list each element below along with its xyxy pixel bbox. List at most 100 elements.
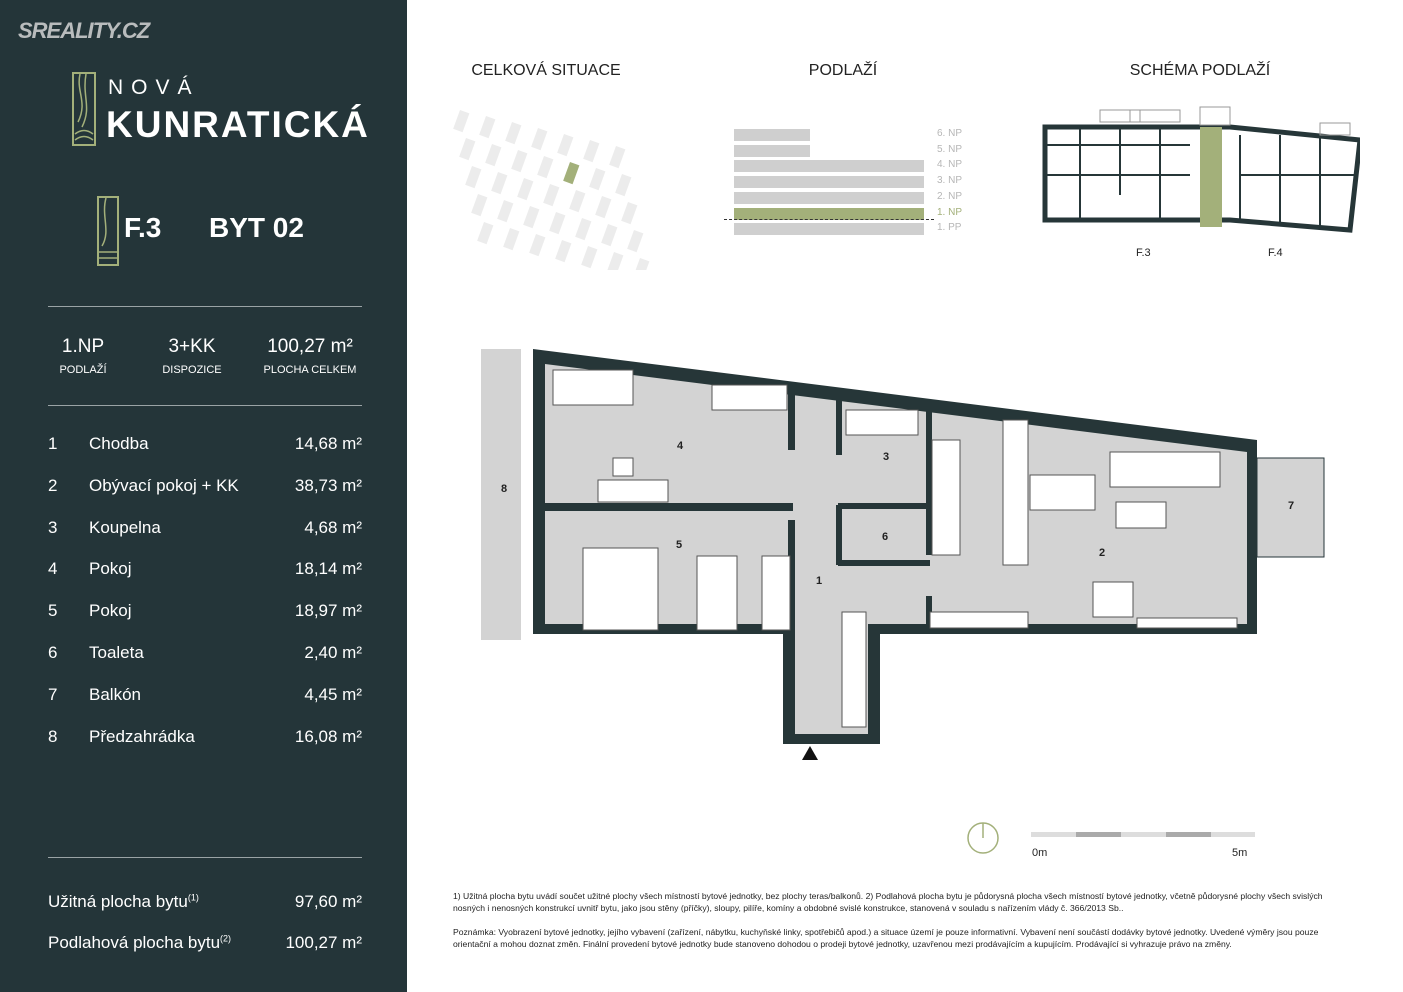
floor-label: 1. PP — [937, 222, 962, 234]
building-block — [453, 110, 470, 133]
building-block — [633, 258, 650, 270]
building-block — [601, 224, 618, 247]
project-name-line2: KUNRATICKÁ — [106, 104, 370, 145]
room-name: Koupelna — [89, 517, 161, 537]
building-block — [583, 140, 600, 163]
room-number: 6 — [48, 643, 58, 662]
room-area: 14,68 m² — [294, 434, 362, 453]
room-area: 4,45 m² — [304, 684, 362, 704]
room-area: 18,14 m² — [294, 559, 362, 579]
room-label: 1 — [816, 575, 822, 587]
floor-label: 4. NP — [937, 159, 963, 171]
room-area: 18,97 m² — [294, 601, 362, 621]
building-block — [531, 128, 548, 151]
building-block — [477, 222, 494, 245]
building-block — [621, 202, 638, 225]
room-name: Chodba — [89, 434, 149, 453]
floor-bar — [734, 160, 924, 173]
room-label: 2 — [1099, 547, 1105, 559]
building-block — [543, 184, 560, 207]
sidebar: SREALITY.CZ NOVÁ KUNRATICKÁ F.3 BYT 02 1… — [0, 0, 407, 992]
room-label: 6 — [882, 531, 888, 543]
building-block — [569, 190, 586, 213]
room-label: 3 — [883, 451, 889, 463]
sreality-logo[interactable]: SREALITY.CZ — [18, 18, 150, 43]
project-name-line1: NOVÁ — [108, 76, 200, 99]
floor-label: 1. NP — [937, 206, 963, 218]
floor-bar — [734, 144, 810, 157]
room-area: 2,40 m² — [304, 643, 362, 662]
floor-label: 2. NP — [937, 190, 963, 202]
building-block — [609, 145, 626, 169]
room-area: 4,68 m² — [304, 517, 362, 537]
project-logo-icon — [72, 72, 96, 146]
building-block — [471, 194, 488, 217]
site-situation-map — [453, 110, 650, 270]
floor-area-row: Podlahová plocha bytu(2)100,27 m² — [48, 933, 362, 952]
building-block — [485, 144, 502, 167]
scale-start: 0m — [1032, 847, 1048, 859]
balcony — [1256, 457, 1325, 558]
highlighted-building — [563, 162, 580, 185]
north-compass-icon — [967, 822, 999, 854]
building-block — [465, 166, 482, 189]
building-block — [505, 122, 522, 145]
room-name: Obývací pokoj + KK — [89, 475, 239, 495]
floor-scheme — [1042, 106, 1360, 233]
room-area: 38,73 m² — [294, 475, 362, 495]
room-number: 1 — [48, 434, 58, 453]
building-block — [537, 156, 554, 179]
floor-bar — [734, 207, 924, 220]
floor-label: 5. NP — [937, 143, 963, 155]
room-number: 8 — [48, 726, 58, 746]
building-block — [575, 218, 592, 241]
building-block — [581, 245, 598, 269]
building-block — [627, 230, 644, 253]
room-label: 7 — [1288, 500, 1294, 512]
room-row: 7 Balkón 4,45 m² — [48, 685, 362, 709]
floor-label: 6. NP — [937, 128, 963, 139]
room-number: 7 — [48, 684, 58, 704]
front-garden — [481, 349, 521, 640]
ground-level-line — [724, 219, 934, 220]
room-label: 4 — [677, 440, 684, 452]
room-label: 5 — [676, 539, 682, 551]
divider — [48, 306, 362, 307]
apartment-interior — [545, 364, 1247, 734]
building-block — [497, 200, 514, 223]
footnote-areas: 1) Užitná plocha bytu uvádí součet užitn… — [453, 891, 1323, 913]
apartment-label: BYT 02 — [209, 212, 304, 243]
room-row: 8 Předzahrádka 16,08 m² — [48, 727, 362, 751]
room-name: Předzahrádka — [89, 726, 195, 746]
floor-bar — [734, 223, 924, 236]
highlighted-unit — [1200, 127, 1222, 227]
scheme-label-f4: F.4 — [1268, 247, 1283, 259]
entrance-arrow-icon — [802, 746, 818, 760]
building-icon — [97, 196, 119, 266]
floor-label: 3. NP — [937, 175, 963, 187]
scheme-label-f3: F.3 — [1136, 247, 1151, 259]
building-block — [523, 206, 540, 229]
footnote-disclaimer: Poznámka: Vyobrazení bytové jednotky, je… — [453, 927, 1319, 949]
divider — [48, 405, 362, 406]
divider — [48, 857, 362, 858]
room-row: 1 Chodba 14,68 m² — [48, 434, 362, 458]
building-block — [589, 168, 606, 191]
building-block — [511, 150, 528, 173]
building-label: F.3 — [124, 212, 162, 243]
room-area: 16,08 m² — [294, 726, 362, 746]
room-row: 6 Toaleta 2,40 m² — [48, 643, 362, 667]
building-block — [555, 240, 572, 263]
room-name: Balkón — [89, 684, 141, 704]
room-name: Toaleta — [89, 643, 144, 662]
room-name: Pokoj — [89, 559, 132, 579]
building-block — [529, 234, 546, 257]
scale-bar — [1031, 832, 1255, 837]
